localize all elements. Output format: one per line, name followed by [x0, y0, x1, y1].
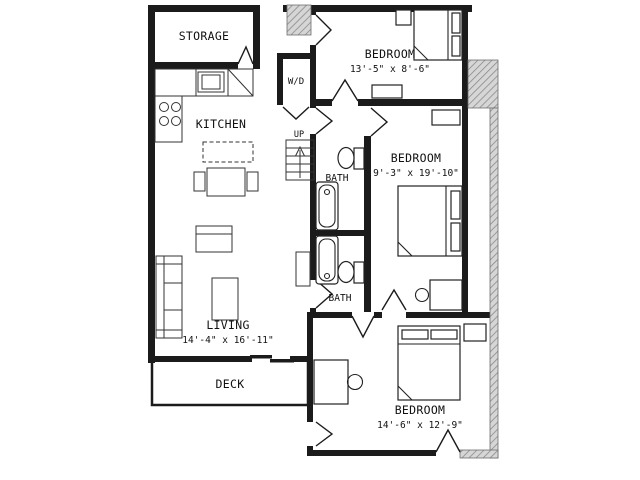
room-label-living: LIVING	[206, 318, 249, 332]
dining-table-icon	[193, 167, 259, 197]
bath-fixtures	[315, 146, 365, 285]
fridge-icon	[227, 68, 254, 97]
door-icon	[282, 106, 310, 120]
stairs-icon	[285, 139, 315, 181]
room-dims-living: 14'-4" x 16'-11"	[182, 335, 274, 346]
sink-icon	[197, 71, 225, 93]
bedroom-top-furniture	[371, 9, 463, 99]
living-furniture	[155, 225, 311, 339]
room-label-bath-upper: BATH	[326, 173, 349, 184]
nightstand-icon	[463, 323, 487, 342]
kitchen-fixtures	[154, 68, 259, 197]
bed-icon	[397, 325, 461, 401]
room-dims-bedroom-bottom: 14'-6" x 12'-9"	[377, 420, 463, 431]
room-label-bedroom-top: BEDROOM	[365, 47, 416, 61]
hatched-walls	[286, 4, 499, 459]
desk-icon	[414, 279, 463, 311]
room-label-laundry: W/D	[288, 77, 304, 87]
armchair-icon	[195, 225, 233, 253]
stove-icon	[154, 95, 183, 143]
door-icon	[370, 107, 389, 137]
room-label-bedroom-bottom: BEDROOM	[395, 403, 446, 417]
bathtub-icon	[315, 235, 339, 285]
dresser-icon	[371, 84, 403, 99]
bathtub-icon	[315, 181, 339, 231]
door-icon	[381, 288, 407, 311]
media-unit-icon	[295, 251, 311, 287]
room-label-storage: STORAGE	[179, 29, 230, 43]
counter-overhang-icon	[202, 141, 254, 163]
room-label-deck: DECK	[216, 377, 245, 391]
door-icon	[315, 107, 334, 135]
dresser-icon	[431, 109, 461, 126]
desk-icon	[313, 359, 364, 405]
door-icon	[237, 45, 254, 65]
door-icon	[331, 78, 359, 102]
room-labels: STORAGE KITCHEN W/D UP BATH BATH BEDROOM…	[179, 29, 463, 431]
room-label-kitchen: KITCHEN	[196, 117, 247, 131]
bed-icon	[413, 9, 463, 61]
toilet-icon	[337, 260, 365, 284]
toilet-icon	[337, 146, 365, 170]
door-icon	[315, 14, 332, 46]
door-icon	[315, 421, 334, 447]
stairs-up-label: UP	[294, 130, 304, 140]
deck-outline	[150, 362, 310, 407]
room-label-bath-lower: BATH	[329, 293, 352, 304]
sofa-icon	[155, 255, 183, 339]
bed-icon	[397, 185, 463, 257]
door-swings	[237, 14, 461, 453]
door-icon	[351, 315, 375, 339]
room-label-bedroom-right: BEDROOM	[391, 151, 442, 165]
room-dims-bedroom-right: 9'-3" x 19'-10"	[373, 168, 459, 179]
coffee-table-icon	[211, 277, 239, 321]
door-icon	[315, 279, 334, 309]
door-icon	[435, 428, 461, 453]
bedroom-right-furniture	[397, 109, 463, 311]
walls	[148, 5, 490, 456]
bedroom-bottom-furniture	[313, 323, 487, 405]
nightstand-icon	[395, 9, 412, 26]
room-dims-bedroom-top: 13'-5" x 8'-6"	[350, 64, 430, 75]
